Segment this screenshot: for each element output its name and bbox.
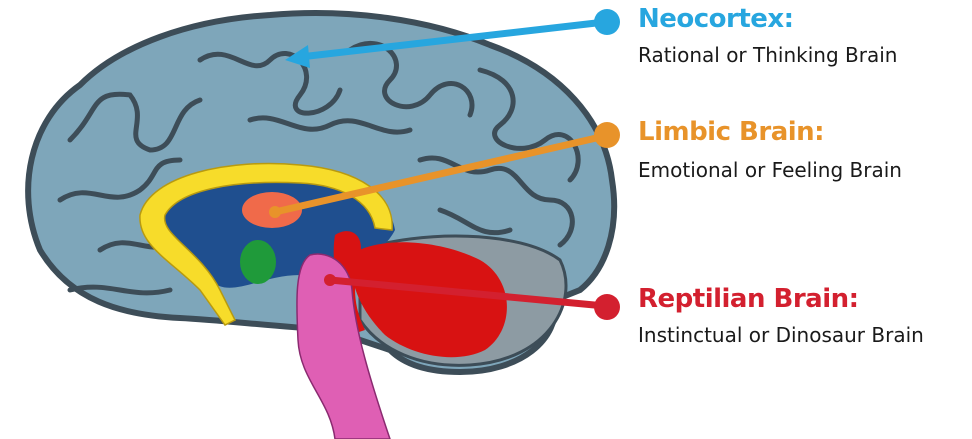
- reptilian-description: Instinctual or Dinosaur Brain: [638, 323, 924, 347]
- limbic-description: Emotional or Feeling Brain: [638, 158, 902, 182]
- neocortex-title: Neocortex:: [638, 4, 794, 34]
- cerebellum: [350, 242, 507, 358]
- reptilian-pointer: [324, 274, 620, 320]
- neocortex-description: Rational or Thinking Brain: [638, 43, 898, 67]
- neocortex-label: Neocortex: Rational or Thinking Brain: [638, 4, 897, 72]
- limbic-label: Limbic Brain: Emotional or Feeling Brain: [638, 117, 902, 187]
- reptilian-label: Reptilian Brain: Instinctual or Dinosaur…: [638, 284, 928, 352]
- amygdala: [240, 240, 276, 284]
- neocortex-pointer: [285, 9, 620, 68]
- limbic-arc: [139, 162, 393, 326]
- limbic-title: Limbic Brain:: [638, 117, 825, 147]
- limbic-pointer: [269, 122, 620, 218]
- reptilian-title: Reptilian Brain:: [638, 284, 859, 314]
